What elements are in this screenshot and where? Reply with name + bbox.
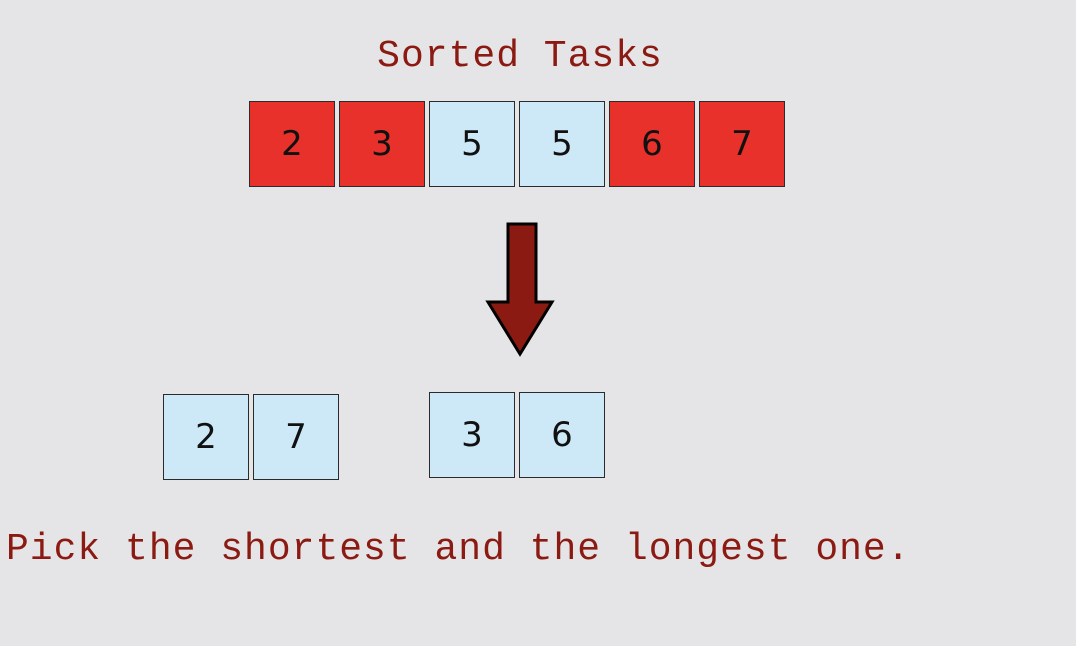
pair-task-box: 3 [429, 392, 515, 478]
diagram-title: Sorted Tasks [377, 35, 663, 78]
sorted-task-box: 7 [699, 101, 785, 187]
sorted-task-box: 3 [339, 101, 425, 187]
task-pair-2: 3 6 [429, 392, 605, 478]
pair-task-box: 2 [163, 394, 249, 480]
sorted-task-box: 5 [429, 101, 515, 187]
pair-task-box: 7 [253, 394, 339, 480]
caption-text: Pick the shortest and the longest one. [6, 528, 911, 571]
sorted-task-box: 2 [249, 101, 335, 187]
sorted-task-box: 6 [609, 101, 695, 187]
pair-task-box: 6 [519, 392, 605, 478]
down-arrow-icon [485, 222, 555, 357]
sorted-tasks-row: 2 3 5 5 6 7 [249, 101, 785, 187]
task-pair-1: 2 7 [163, 394, 339, 480]
sorted-task-box: 5 [519, 101, 605, 187]
